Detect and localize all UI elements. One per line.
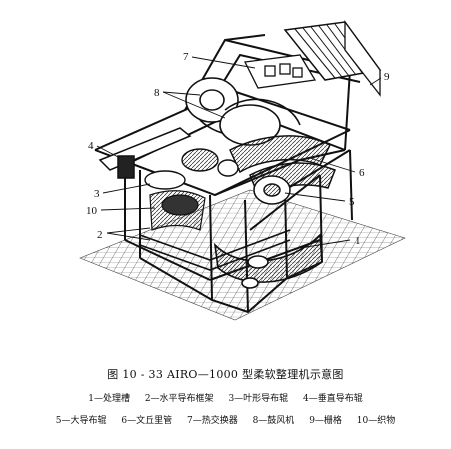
horizontal-guide-frame [139,229,291,271]
legend-item: 7—热交换器 [186,416,238,426]
legend-item: 9—栅格 [309,416,342,426]
legend-item: 8—鼓风机 [252,416,295,426]
callout-7: 7 [183,51,189,63]
callouts: 1 2 3 4 5 6 7 8 9 10 [86,51,390,247]
floor-grid [79,189,406,321]
callout-leaders [96,56,382,249]
legend-item: 4—垂直导布辊 [303,394,363,404]
callout-6: 6 [359,167,365,179]
legend-item: 6—文丘里管 [121,416,173,426]
callout-2: 2 [97,229,103,241]
legend-item: 3—叶形导布辊 [228,394,289,404]
vertical-guide-roller [98,127,192,179]
legend-row-1: 1—处理槽 2—水平导布框架 3—叶形导布辊 4—垂直导布辊 [0,391,451,404]
legend-item: 2—水平导布框架 [144,394,214,404]
callout-3: 3 [94,188,100,200]
callout-8: 8 [154,87,160,99]
treatment-tank [213,233,323,289]
machine-illustration: 1 2 3 4 5 6 7 8 9 10 [79,20,406,321]
figure-caption-block: 图 10 - 33 AIRO—1000 型柔软整理机示意图 1—处理槽 2—水平… [0,366,451,426]
callout-9: 9 [384,71,390,83]
legend-item: 1—处理槽 [88,394,130,404]
machine-drawing: 1 2 3 4 5 6 7 8 9 10 [79,20,406,321]
callout-5: 5 [349,196,355,208]
large-guide-roller [253,175,291,205]
legend-item: 10—织物 [356,416,396,426]
heat-exchanger [244,54,317,89]
fabric [149,190,206,231]
figure-caption: 图 10 - 33 AIRO—1000 型柔软整理机示意图 [107,368,344,381]
leaf-guide-roller [144,148,239,190]
legend-item: 5—大导布辊 [55,416,107,426]
grille [283,20,382,97]
callout-10: 10 [86,205,98,217]
callout-4: 4 [88,140,94,152]
callout-1: 1 [355,235,361,247]
legend-row-2: 5—大导布辊 6—文丘里管 7—热交换器 8—鼓风机 9—栅格 10—织物 [0,413,451,426]
blower [185,77,301,146]
